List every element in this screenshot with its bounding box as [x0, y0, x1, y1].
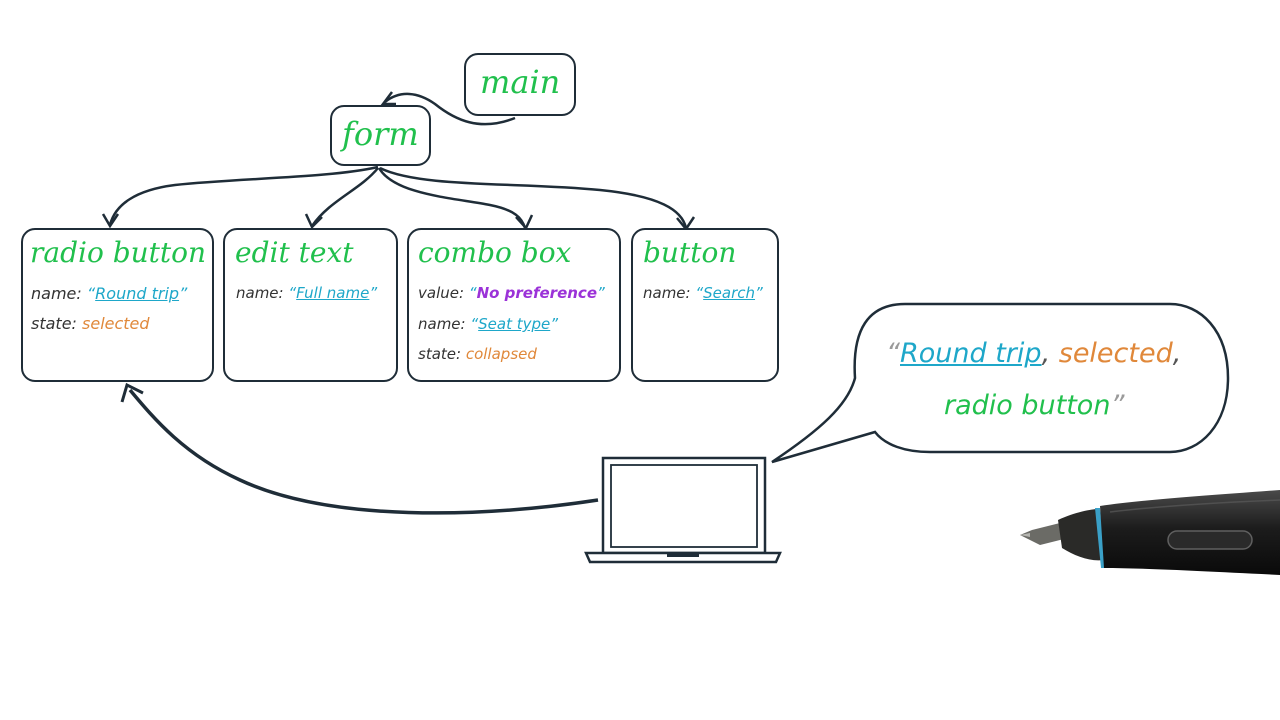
- close-quote: ”: [179, 284, 188, 303]
- node-edit-text-title: edit text: [235, 236, 354, 269]
- combo-box-state-attr: state: collapsed: [418, 345, 537, 363]
- edge-main-form-arrowhead: [380, 91, 396, 106]
- open-quote: “: [695, 284, 704, 302]
- combo-box-value-attr: value: “No preference”: [418, 284, 605, 302]
- state-value-collapsed: collapsed: [465, 345, 537, 363]
- node-main-title: main: [480, 63, 561, 101]
- close-quote: ”: [369, 284, 378, 302]
- value-no-preference: No preference: [476, 284, 597, 302]
- value-label: value:: [418, 284, 465, 302]
- speech-round-trip: Round trip: [900, 338, 1042, 369]
- speech-bubble-icon: [771, 302, 1230, 464]
- close-quote: ”: [755, 284, 763, 302]
- node-radio-button: radio button name: “Round trip” state: s…: [21, 228, 214, 382]
- node-main: main: [464, 53, 576, 116]
- open-quote: “: [468, 284, 477, 302]
- combo-box-name-attr: name: “Seat type”: [418, 315, 558, 333]
- edge-form-radio: [108, 165, 379, 226]
- edge-form-radio-arrowhead: [101, 213, 120, 229]
- name-value-round-trip: Round trip: [95, 284, 180, 303]
- edge-laptop-radio: [128, 388, 599, 515]
- speech-bubble-line-1: “Round trip, selected,: [886, 338, 1181, 369]
- speech-comma-2: ,: [1172, 338, 1182, 369]
- name-value-search: Search: [703, 284, 756, 302]
- speech-bubble-line-2: radio button”: [944, 390, 1124, 421]
- speech-close-quote: ”: [1110, 390, 1125, 421]
- node-edit-text: edit text name: “Full name”: [223, 228, 398, 382]
- node-radio-button-title: radio button: [30, 236, 207, 269]
- close-quote: ”: [597, 284, 605, 302]
- name-label: name:: [643, 284, 691, 302]
- edge-form-edittext-arrowhead: [304, 213, 323, 230]
- open-quote: “: [86, 284, 96, 303]
- speech-selected: selected: [1058, 338, 1173, 369]
- speech-open-quote: “: [886, 338, 900, 369]
- node-form: form: [330, 105, 431, 166]
- name-value-seat-type: Seat type: [478, 315, 551, 333]
- state-label: state:: [31, 314, 77, 333]
- button-name-attr: name: “Search”: [643, 284, 763, 302]
- name-label: name:: [31, 284, 82, 303]
- edit-text-name-attr: name: “Full name”: [236, 284, 377, 302]
- state-value-selected: selected: [82, 314, 150, 333]
- node-form-title: form: [342, 115, 419, 153]
- name-label: name:: [236, 284, 284, 302]
- name-value-full-name: Full name: [296, 284, 370, 302]
- laptop-icon: [584, 456, 782, 564]
- open-quote: “: [470, 315, 479, 333]
- edge-main-form: [384, 92, 516, 126]
- edge-form-combo: [377, 167, 527, 229]
- speech-radio-button: radio button: [944, 390, 1111, 421]
- edge-laptop-radio-arrowhead: [120, 382, 144, 403]
- node-combo-box: combo box value: “No preference” name: “…: [407, 228, 621, 382]
- state-label: state:: [418, 345, 462, 363]
- speech-comma-1: ,: [1041, 338, 1051, 369]
- node-combo-box-title: combo box: [418, 236, 572, 269]
- node-button: button name: “Search”: [631, 228, 779, 382]
- node-button-title: button: [643, 236, 737, 269]
- name-label: name:: [418, 315, 466, 333]
- edge-form-edittext: [310, 167, 379, 227]
- open-quote: “: [288, 284, 297, 302]
- radio-button-name-attr: name: “Round trip”: [31, 284, 187, 303]
- radio-button-state-attr: state: selected: [31, 314, 150, 333]
- edge-form-button: [379, 166, 688, 229]
- close-quote: ”: [550, 315, 559, 333]
- stylus-pen-icon: [1020, 490, 1280, 575]
